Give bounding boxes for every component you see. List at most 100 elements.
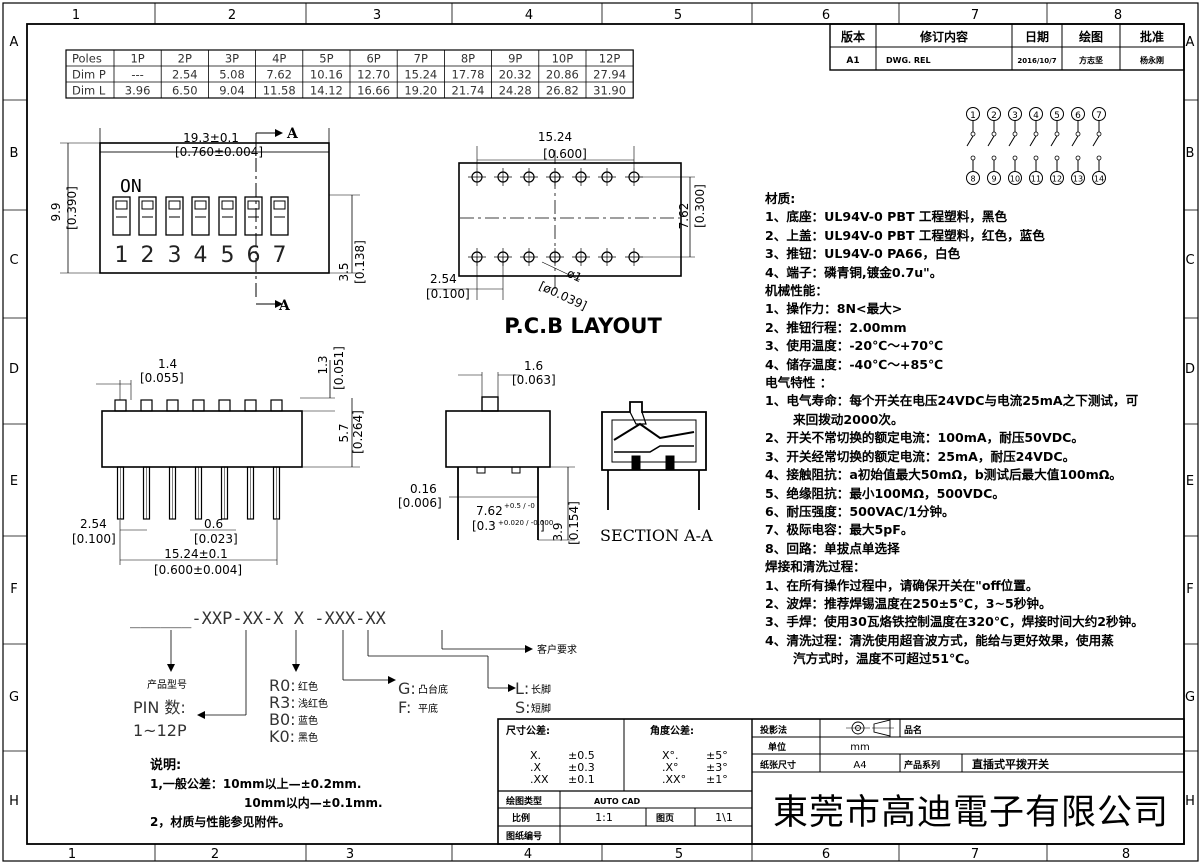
grid-row-left: E: [10, 474, 18, 489]
top-switch-number: 3: [168, 243, 182, 268]
grid-col-top: 8: [1114, 8, 1122, 23]
rev-header-drawn: 绘图: [1079, 29, 1103, 44]
schematic-top-number: 7: [1096, 111, 1102, 121]
front-actuator: [244, 399, 257, 412]
front-actuator: [140, 399, 153, 412]
poles-cell: 12.70: [357, 68, 390, 82]
poles-row-label: Dim P: [72, 68, 106, 82]
part-code-string: ______-XXP-XX-X X -XXX-XX: [130, 609, 387, 629]
spec-note-line: 1、在所有操作过程中，请确保开关在"off位置。: [765, 577, 1039, 593]
top-switch-number: 1: [115, 243, 129, 268]
color-code: K0:: [269, 727, 295, 746]
poles-row-label: Dim L: [72, 84, 106, 98]
schematic-bottom-number: 12: [1052, 175, 1062, 184]
series-label: 产品系列: [904, 759, 940, 771]
grid-col-bottom: 8: [1122, 847, 1130, 862]
poles-cell: 3.96: [125, 84, 151, 98]
grid-row-left: B: [10, 146, 19, 161]
pcb-layout: [430, 146, 695, 300]
poles-cell: 7P: [414, 52, 428, 66]
poles-cell: 8P: [461, 52, 475, 66]
grid-col-bottom: 6: [822, 847, 830, 862]
top-switch-knob: [221, 200, 234, 210]
tol-dim-value: ±0.1: [568, 773, 595, 786]
side-row-tol: +0.5 / -0: [504, 502, 535, 510]
top-switch-knob: [194, 200, 207, 210]
top-switch-slot: [218, 196, 237, 236]
spec-note-line: 来回拨动2000次。: [793, 411, 904, 427]
explain-line-1: 1,一般公差：10mm以上—±0.2mm.: [150, 777, 362, 791]
top-switch-number: 5: [221, 243, 235, 268]
poles-cell: 5P: [319, 52, 333, 66]
top-height-dim: 9.9: [49, 202, 63, 221]
spec-note-line: 3、使用温度：-20℃～+70℃: [765, 338, 944, 354]
base-name: 平底: [418, 702, 438, 715]
spec-note-line: 焊接和清洗过程：: [765, 559, 866, 575]
poles-cell: 2P: [178, 52, 192, 66]
page-value: 1\1: [715, 811, 733, 824]
grid-row-right: C: [1185, 253, 1194, 268]
top-switch-number: 7: [273, 243, 287, 268]
company-name: 東莞市高迪電子有限公司: [772, 793, 1169, 833]
poles-cell: 20.32: [499, 68, 532, 82]
spec-note-line: 2、波焊：推荐焊锡温度在250±5℃，3~5秒钟。: [765, 595, 1052, 611]
leg-name: 短脚: [531, 702, 551, 715]
rev-date: 2016/10/7: [1017, 57, 1056, 65]
color-name: 红色: [298, 680, 318, 693]
front-pin-w: 0.6: [204, 517, 223, 531]
poles-cell: 1P: [130, 52, 144, 66]
top-switch-slot: [138, 196, 157, 236]
tol-ang-value: ±3°: [706, 761, 728, 774]
product-model-label: 产品型号: [147, 678, 187, 691]
on-label: ON: [120, 176, 142, 197]
top-switch-knob: [247, 200, 260, 210]
side-pin-t: 0.16: [410, 482, 437, 496]
pcb-span-dim: 15.24: [538, 130, 572, 144]
page-label: 图页: [656, 813, 674, 824]
series-value: 直插式平拨开关: [972, 757, 1049, 771]
side-view: [445, 372, 575, 541]
spec-note-line: 5、绝缘阻抗：最小100MΩ，500VDC。: [765, 485, 1005, 501]
poles-cell: 4P: [272, 52, 286, 66]
rev-drawn: 方志坚: [1079, 55, 1103, 65]
rev-header-date: 日期: [1025, 29, 1049, 44]
grid-col-top: 3: [373, 8, 381, 23]
explain-line-2: 10mm以内—±0.1mm.: [244, 796, 383, 810]
poles-cell: 6P: [366, 52, 380, 66]
top-switch-number: 6: [247, 243, 261, 268]
explain-line-3: 2，材质与性能参见附件。: [150, 815, 291, 829]
spec-note-line: 8、回路：单拔点单选择: [765, 540, 900, 556]
front-span: 15.24±0.1: [164, 547, 228, 561]
poles-cell: 6.50: [172, 84, 198, 98]
grid-row-right: F: [1186, 582, 1193, 597]
top-width-dim-in: [0.760±0.004]: [175, 145, 263, 159]
grid-col-top: 1: [72, 8, 80, 23]
top-height-dim-in: [0.390]: [65, 186, 79, 230]
grid-col-top: 5: [674, 8, 682, 23]
part-code: ______-XXP-XX-X X -XXX-XX 客户要求 产品型号 PIN …: [130, 609, 577, 746]
color-name: 浅红色: [298, 697, 328, 710]
poles-cell: 7.62: [266, 68, 292, 82]
grid-row-right: B: [1186, 146, 1195, 161]
poles-cell: 16.66: [357, 84, 390, 98]
front-body-h: 5.7: [337, 423, 351, 442]
schematic-bottom-number: 14: [1094, 175, 1104, 184]
poles-cell: 3P: [225, 52, 239, 66]
front-act-h: 1.3: [316, 355, 330, 374]
poles-cell: 24.28: [499, 84, 532, 98]
front-actuator: [270, 399, 283, 412]
side-row: 7.62: [476, 504, 503, 518]
side-row-in-close: ]: [540, 519, 545, 533]
poles-row-label: Poles: [72, 52, 102, 66]
spec-note-line: 3、手焊：使用30瓦烙铁控制温度在320℃，焊接时间大约2秒钟。: [765, 614, 1144, 630]
tol-dim-format: .X: [530, 761, 541, 774]
grid-col-top: 6: [822, 8, 830, 23]
schematic-top-number: 5: [1054, 111, 1060, 121]
schematic-top-number: 2: [991, 111, 997, 121]
schematic-bottom-number: 13: [1073, 175, 1083, 184]
spec-note-line: 1、底座：UL94V-0 PBT 工程塑料，黑色: [765, 209, 1008, 225]
base-code: F:: [398, 698, 411, 717]
poles-cell: 19.20: [404, 84, 437, 98]
base-code: G:: [398, 679, 416, 698]
spec-note-line: 7、极际电容：最大5pF。: [765, 522, 914, 538]
